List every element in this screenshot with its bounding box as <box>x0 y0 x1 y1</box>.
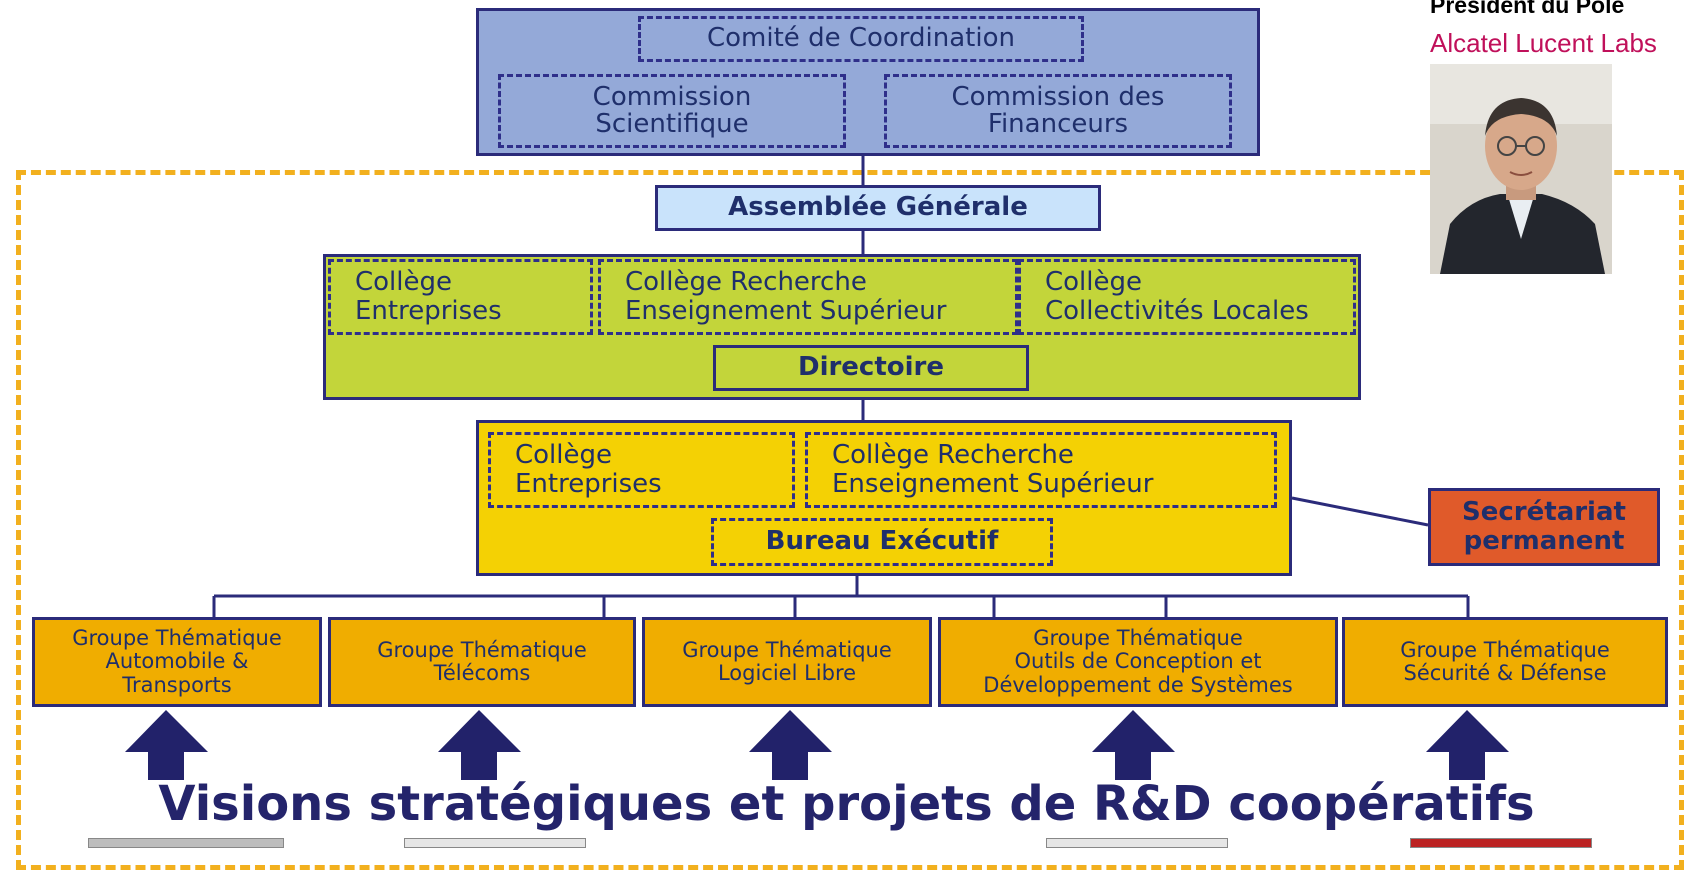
groupe-logiciel-libre-box: Groupe Thématique Logiciel Libre <box>642 617 932 707</box>
groupe-securite-line1: Groupe Thématique <box>1400 637 1610 662</box>
bureau-executif-box: Bureau Exécutif <box>711 518 1053 566</box>
secretariat-permanent-box: Secrétariat permanent <box>1428 488 1660 566</box>
groupe-outils-line1: Groupe Thématique <box>1033 626 1243 651</box>
groupe-securite-defense-box: Groupe Thématique Sécurité & Défense <box>1342 617 1668 707</box>
groupe-telecoms-line2: Télécoms <box>433 661 531 685</box>
college-entreprises-box: Collège Entreprises <box>328 259 593 335</box>
directoire-box: Directoire <box>713 345 1029 391</box>
college-entreprises-line2: Entreprises <box>355 296 502 326</box>
bureau-college-entreprises-line1: Collège <box>515 440 613 471</box>
arrow-up-icon <box>1092 710 1175 780</box>
groupe-automobile-line1: Groupe Thématique <box>72 626 282 651</box>
groupe-outils-line3: Développement de Systèmes <box>983 672 1293 697</box>
president-company: Alcatel Lucent Labs <box>1430 28 1657 58</box>
comite-coordination-box: Comité de Coordination <box>638 16 1084 62</box>
commission-scientifique-line1: Commission <box>592 81 752 112</box>
commission-scientifique-line2: Scientifique <box>595 109 749 139</box>
bureau-college-recherche-line1: Collège Recherche <box>832 440 1074 471</box>
groupe-automobile-line3: Transports <box>122 672 232 697</box>
groupe-logiciel-line2: Logiciel Libre <box>717 661 857 685</box>
arrow-up-icon <box>749 710 832 780</box>
college-collectivites-line2: Collectivités Locales <box>1045 296 1309 326</box>
assemblee-generale-label: Assemblée Générale <box>728 192 1028 223</box>
tagline-heading: Visions stratégiques et projets de R&D c… <box>158 776 1535 832</box>
assemblee-generale-box: Assemblée Générale <box>655 185 1101 231</box>
commission-financeurs-line1: Commission des <box>951 81 1165 112</box>
college-collectivites-box: Collège Collectivités Locales <box>1018 259 1356 335</box>
groupe-telecoms-box: Groupe Thématique Télécoms <box>328 617 636 707</box>
groupe-automobile-line2: Automobile & <box>105 649 249 674</box>
commission-financeurs-box: Commission des Financeurs <box>884 74 1232 148</box>
groupe-outils-line2: Outils de Conception et <box>1014 649 1262 674</box>
college-recherche-line2: Enseignement Supérieur <box>625 296 947 326</box>
bureau-college-entreprises-box: Collège Entreprises <box>488 432 795 508</box>
secretariat-line1: Secrétariat <box>1462 497 1626 528</box>
president-portrait-photo <box>1430 64 1612 274</box>
bureau-executif-label: Bureau Exécutif <box>765 526 999 557</box>
groupe-securite-line2: Sécurité & Défense <box>1403 661 1607 685</box>
college-collectivites-line1: Collège <box>1045 267 1143 298</box>
secretariat-line2: permanent <box>1463 526 1625 556</box>
bureau-college-entreprises-line2: Entreprises <box>515 469 662 499</box>
directoire-label: Directoire <box>797 352 945 383</box>
groupe-automobile-box: Groupe Thématique Automobile & Transport… <box>32 617 322 707</box>
comite-coordination-label: Comité de Coordination <box>707 23 1015 54</box>
groupe-logiciel-line1: Groupe Thématique <box>682 637 892 662</box>
college-recherche-line1: Collège Recherche <box>625 267 867 298</box>
commission-financeurs-line2: Financeurs <box>987 109 1129 139</box>
bureau-college-recherche-line2: Enseignement Supérieur <box>832 469 1154 499</box>
groupe-outils-conception-box: Groupe Thématique Outils de Conception e… <box>938 617 1338 707</box>
college-recherche-box: Collège Recherche Enseignement Supérieur <box>598 259 1018 335</box>
president-title: Président du Pôle <box>1430 0 1625 18</box>
commission-scientifique-box: Commission Scientifique <box>498 74 846 148</box>
bureau-college-recherche-box: Collège Recherche Enseignement Supérieur <box>805 432 1277 508</box>
arrow-up-icon <box>125 710 208 780</box>
connector-lines <box>125 156 1509 780</box>
arrow-up-icon <box>438 710 521 780</box>
arrow-up-icon <box>1426 710 1509 780</box>
college-entreprises-line1: Collège <box>355 267 453 298</box>
groupe-telecoms-line1: Groupe Thématique <box>377 637 587 662</box>
